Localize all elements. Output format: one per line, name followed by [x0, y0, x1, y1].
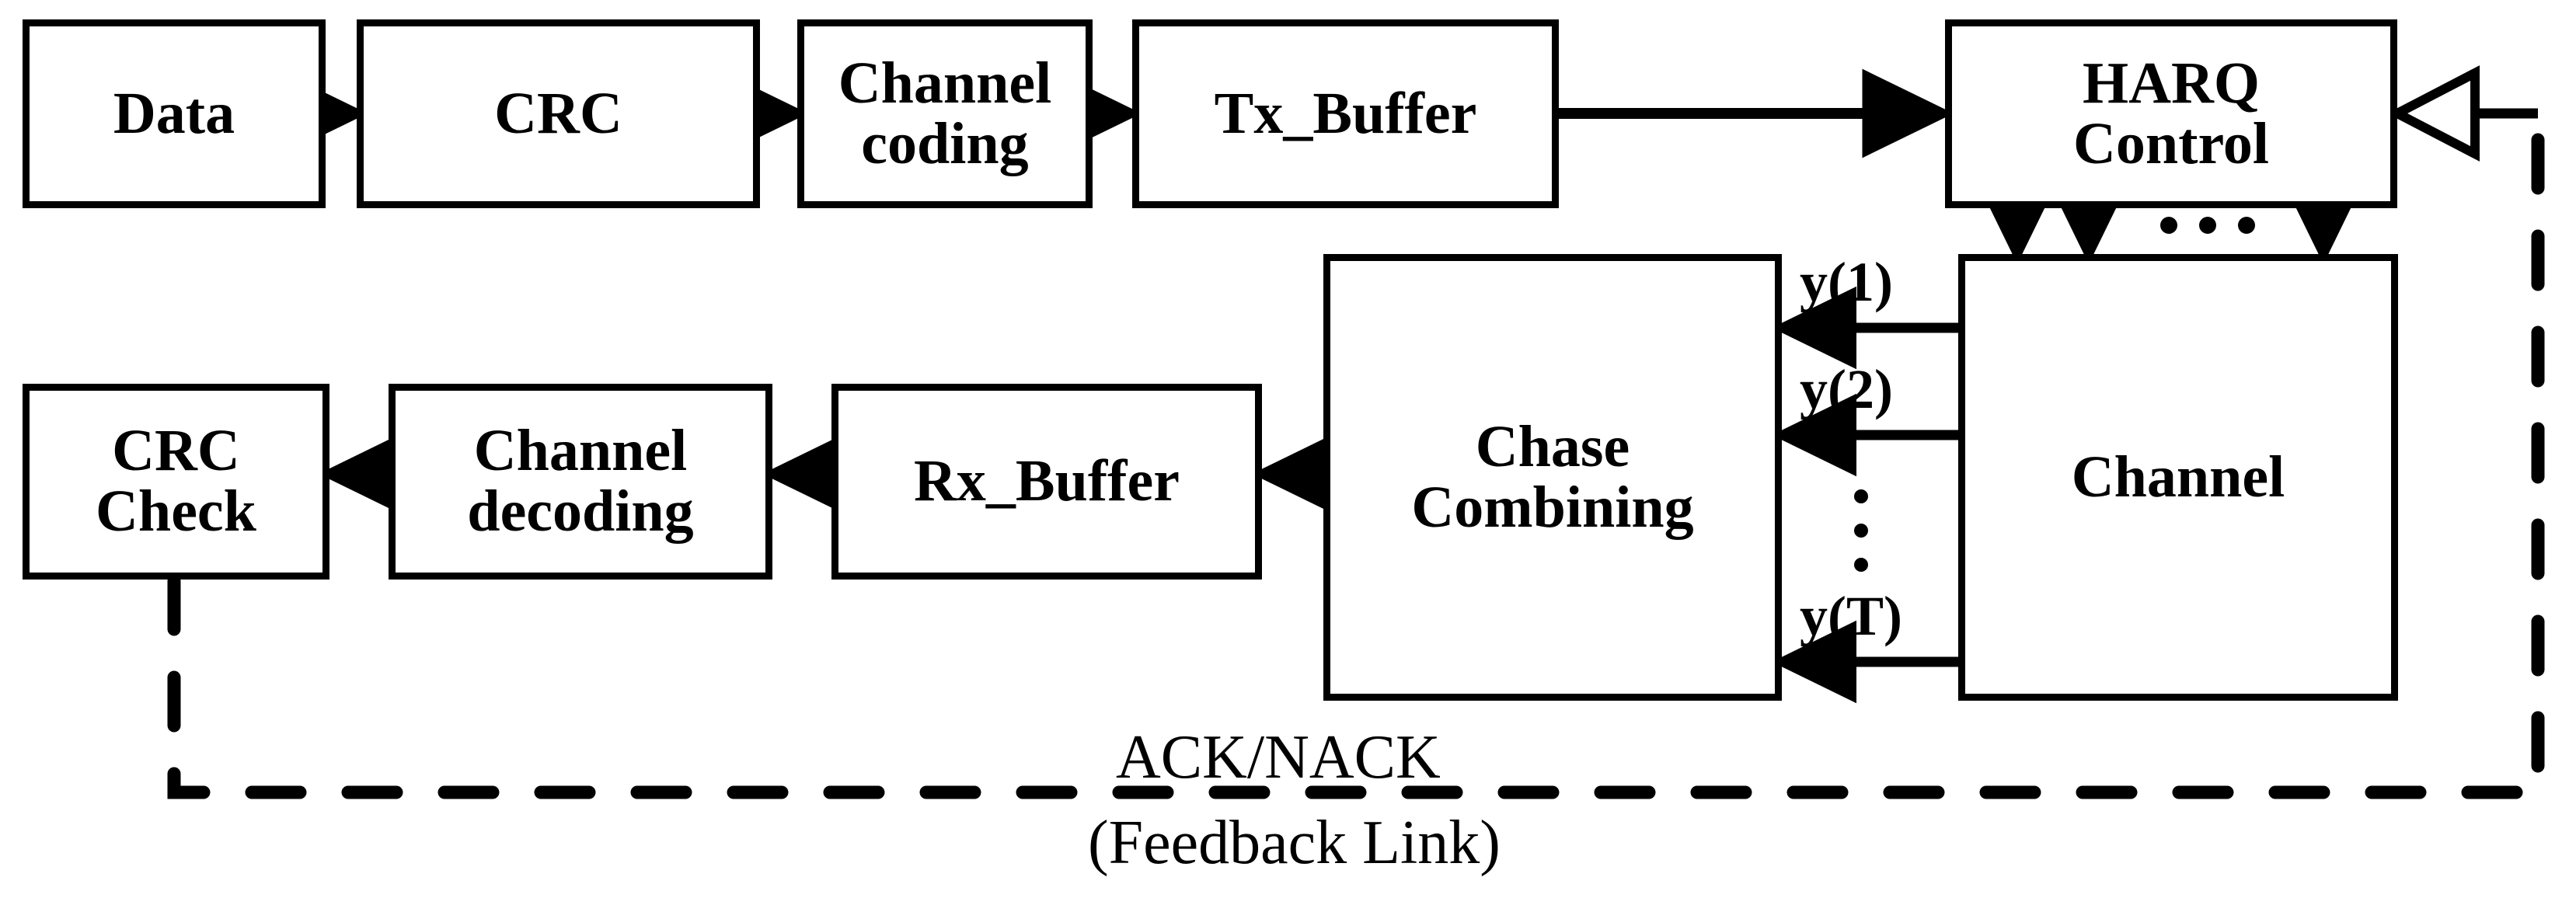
block-channel-decoding[interactable]: Channel decoding	[389, 384, 772, 580]
block-chase-combining-label-line1: Chase	[1475, 413, 1630, 479]
signal-label-y1: y(1)	[1800, 251, 1893, 313]
block-crc[interactable]: CRC	[357, 19, 760, 208]
signal-label-y2: y(2)	[1800, 358, 1893, 420]
block-harq-control-label-line1: HARQ	[2083, 50, 2260, 116]
block-channel-coding-label-line1: Channel	[838, 50, 1052, 116]
block-data[interactable]: Data	[23, 19, 326, 208]
block-tx-buffer[interactable]: Tx_Buffer	[1132, 19, 1559, 208]
block-data-label: Data	[113, 80, 235, 146]
block-harq-control[interactable]: HARQ Control	[1945, 19, 2397, 208]
feedback-label-link: (Feedback Link)	[1088, 809, 1501, 877]
block-channel-label: Channel	[2071, 444, 2285, 510]
feedback-arrowhead-icon	[2386, 65, 2480, 162]
block-rx-buffer[interactable]: Rx_Buffer	[831, 384, 1262, 580]
block-crc-label: CRC	[494, 80, 622, 146]
feedback-label-ack-nack: ACK/NACK	[1116, 723, 1441, 792]
block-channel-decoding-label-line1: Channel	[473, 418, 688, 484]
block-harq-control-label-line2: Control	[2073, 110, 2269, 176]
signal-label-yT: y(T)	[1800, 585, 1902, 647]
block-tx-buffer-label: Tx_Buffer	[1214, 80, 1477, 146]
horizontal-ellipsis-icon	[2160, 216, 2255, 235]
vertical-ellipsis-icon	[1853, 489, 1869, 572]
block-chase-combining-label-line2: Combining	[1411, 474, 1694, 540]
block-channel-coding[interactable]: Channel coding	[797, 19, 1093, 208]
block-channel-coding-label-line2: coding	[861, 110, 1029, 176]
block-crc-check-label-line1: CRC	[112, 418, 240, 484]
feedback-dashed-path	[167, 110, 2545, 799]
block-chase-combining[interactable]: Chase Combining	[1323, 254, 1782, 701]
block-rx-buffer-label: Rx_Buffer	[914, 448, 1180, 514]
block-crc-check-label-line2: Check	[96, 479, 256, 544]
block-channel-decoding-label-line2: decoding	[467, 479, 694, 544]
block-crc-check[interactable]: CRC Check	[23, 384, 329, 580]
block-channel[interactable]: Channel	[1958, 254, 2398, 701]
